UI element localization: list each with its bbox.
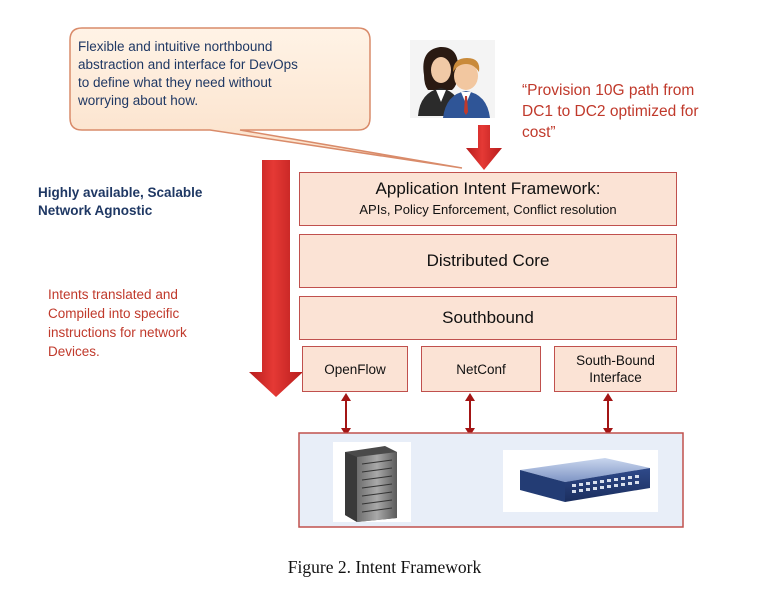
application-intent-framework-layer: Application Intent Framework: APIs, Poli… (299, 172, 677, 226)
distributed-core-layer: Distributed Core (299, 234, 677, 288)
southbound-label: Southbound (442, 308, 534, 327)
quote-line: “Provision 10G path from (522, 82, 695, 99)
distributed-core-label: Distributed Core (426, 251, 550, 270)
application-layer-title: Application Intent Framework: (375, 179, 601, 198)
quote-line: DC1 to DC2 optimized for (522, 103, 699, 120)
note-line: Intents translated and (48, 287, 178, 302)
callout-line: abstraction and interface for DevOps (78, 57, 298, 72)
translation-arrow (249, 160, 303, 397)
chassis-icon (345, 446, 397, 522)
application-layer-subtitle: APIs, Policy Enforcement, Conflict resol… (359, 202, 617, 217)
south-bound-interface-plugin: South-Bound Interface (554, 346, 677, 392)
note-line: Network Agnostic (38, 203, 153, 218)
request-arrow (466, 125, 502, 170)
northbound-callout-text: Flexible and intuitive northbound abstra… (78, 38, 368, 110)
note-line: instructions for network (48, 325, 187, 340)
note-line: Devices. (48, 344, 100, 359)
note-line: Compiled into specific (48, 306, 180, 321)
netconf-label: NetConf (456, 361, 506, 377)
plugin-device-arrow-sbi (603, 393, 613, 436)
figure-caption: Figure 2. Intent Framework (287, 557, 482, 577)
callout-line: worrying about how. (78, 93, 199, 108)
provision-quote: “Provision 10G path from DC1 to DC2 opti… (522, 80, 762, 143)
switch-icon (520, 458, 650, 502)
plugin-device-arrow-openflow (341, 393, 351, 436)
callout-line: to define what they need without (78, 75, 272, 90)
users-icon (410, 40, 495, 118)
southbound-layer: Southbound (299, 296, 677, 340)
netconf-plugin: NetConf (421, 346, 541, 392)
callout-line: Flexible and intuitive northbound (78, 39, 273, 54)
openflow-label: OpenFlow (324, 361, 386, 377)
quote-line: cost” (522, 124, 556, 141)
note-line: Highly available, Scalable (38, 185, 203, 200)
intents-translated-note: Intents translated and Compiled into spe… (48, 285, 258, 361)
openflow-plugin: OpenFlow (302, 346, 408, 392)
sbi-label-line1: South-Bound (576, 353, 655, 368)
highly-available-note: Highly available, Scalable Network Agnos… (38, 184, 248, 220)
sbi-label-line2: Interface (589, 370, 642, 385)
plugin-device-arrow-netconf (465, 393, 475, 436)
callout-bubble (69, 27, 463, 169)
